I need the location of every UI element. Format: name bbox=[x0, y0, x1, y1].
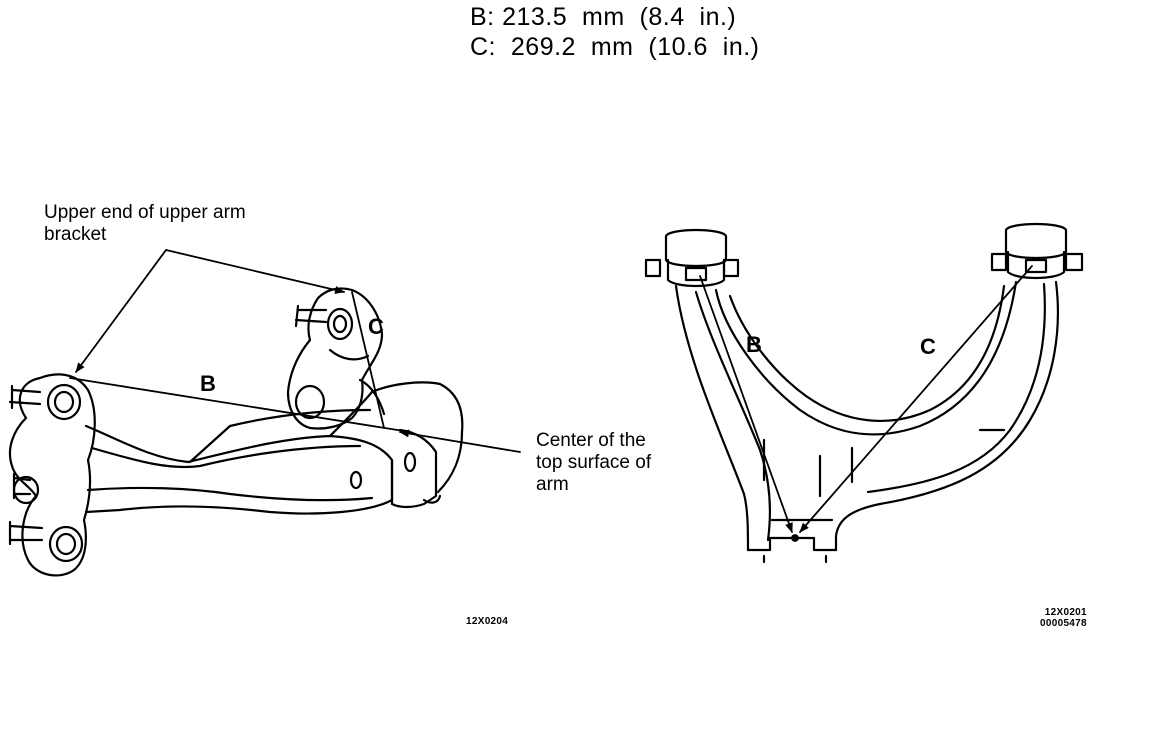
callout-upper-end-bracket: Upper end of upper arm bracket bbox=[44, 202, 324, 246]
right-measurement-lines bbox=[699, 265, 1033, 542]
callout-upper-line-2: bracket bbox=[44, 224, 107, 245]
right-upper-arm-drawing bbox=[644, 222, 1084, 564]
left-label-b: B bbox=[200, 371, 216, 396]
right-label-b: B bbox=[746, 332, 762, 357]
right-right-bushing bbox=[990, 222, 1084, 280]
callout-center-top-surface: Center of the top surface of arm bbox=[536, 430, 696, 496]
left-label-c: C bbox=[368, 314, 384, 339]
left-rear-bracket bbox=[286, 287, 386, 430]
right-v-arm-body bbox=[674, 280, 1059, 564]
left-upper-arm-drawing bbox=[8, 249, 521, 577]
right-label-c: C bbox=[920, 334, 936, 359]
drawing-id-right: 12X0201 00005478 bbox=[1040, 607, 1087, 629]
spec-b-measurement: B: 213.5 mm (8.4 in.) bbox=[470, 3, 737, 31]
left-measurement-lines bbox=[69, 249, 521, 453]
spec-c-measurement: C: 269.2 mm (10.6 in.) bbox=[470, 33, 760, 61]
callout-center-line-1: Center of the bbox=[536, 430, 646, 451]
drawing-id-right-line-2: 00005478 bbox=[1040, 618, 1087, 629]
drawing-id-right-line-1: 12X0201 bbox=[1044, 607, 1087, 618]
right-left-bushing bbox=[644, 228, 740, 288]
drawing-id-left: 12X0204 bbox=[466, 616, 509, 627]
callout-center-line-2: top surface of bbox=[536, 452, 652, 473]
callout-center-line-3: arm bbox=[536, 474, 569, 495]
callout-upper-line-1: Upper end of upper arm bbox=[44, 202, 246, 223]
left-mounting-plate bbox=[8, 373, 96, 577]
left-arm-body bbox=[84, 381, 464, 515]
